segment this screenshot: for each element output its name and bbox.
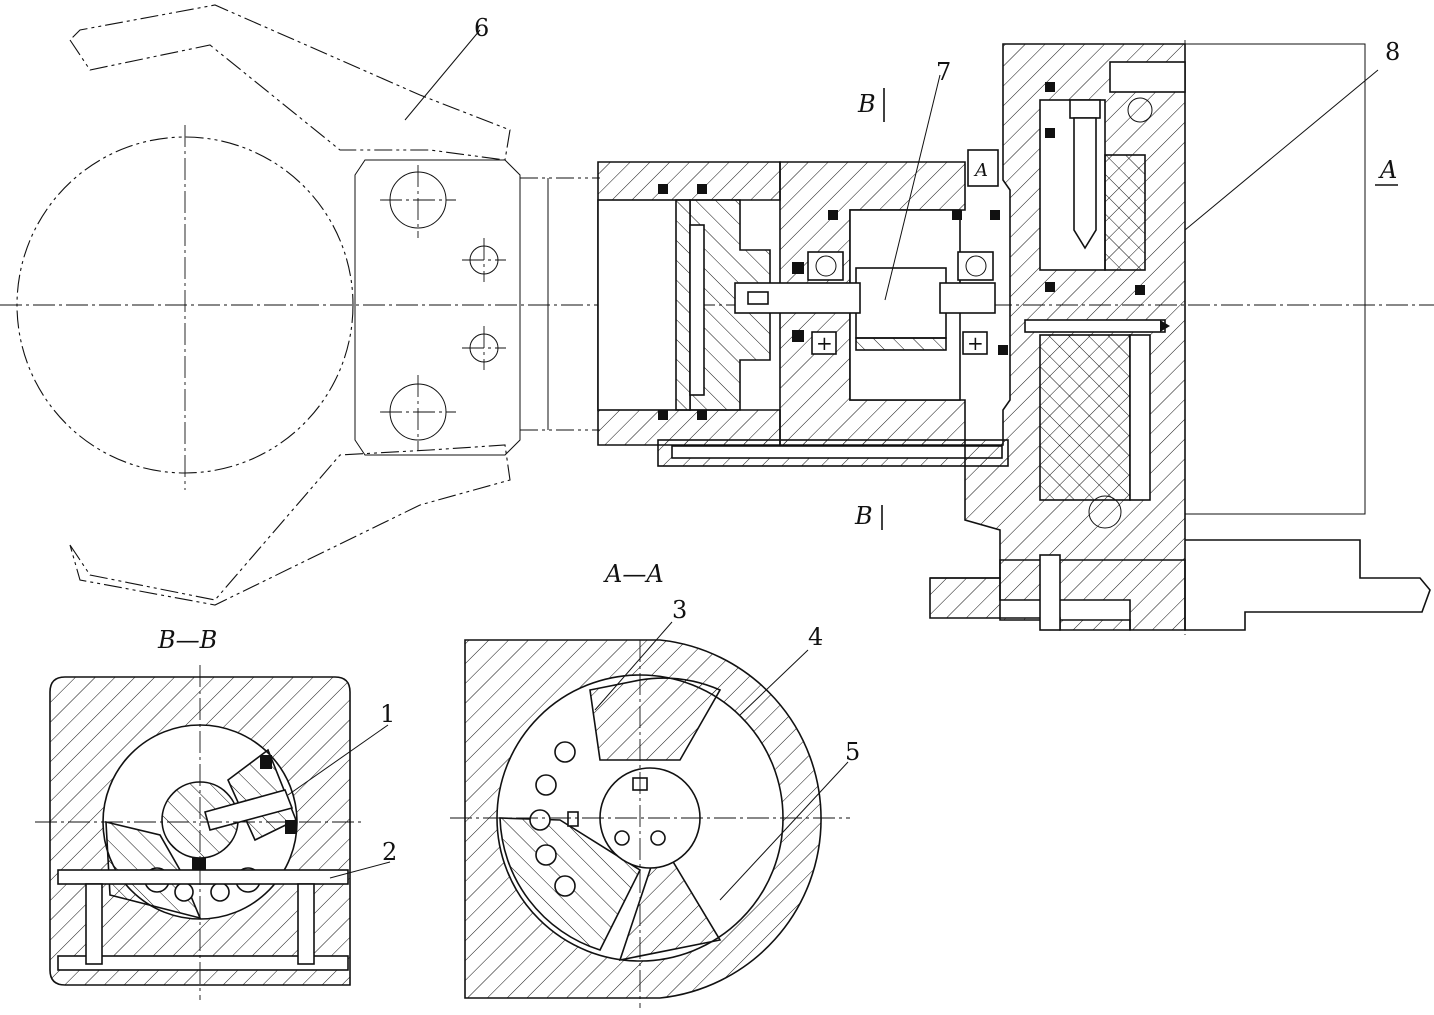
leader-6: [404, 29, 481, 121]
cross-channel: [1024, 319, 1166, 333]
label-part-7: 7: [936, 58, 951, 86]
leader-2: [329, 861, 391, 879]
bb-seal-2: [260, 755, 272, 769]
leader-5: [719, 761, 849, 901]
gripper-body: [354, 159, 521, 456]
aa-hole-4: [535, 844, 557, 866]
view-aa-title: A—A: [603, 560, 664, 588]
plus-sign-left: +: [816, 331, 833, 355]
channel-tip: [1160, 320, 1170, 332]
aa-slot: [567, 811, 579, 827]
leader-4: [739, 649, 809, 716]
bb-vertical-2: [297, 883, 315, 965]
base-outline: [930, 539, 1431, 631]
seal-3: [658, 410, 668, 420]
label-part-3: 3: [672, 596, 687, 624]
plus-box-left: [811, 331, 837, 355]
label-part-1: 1: [380, 700, 395, 728]
screw-top: [1127, 97, 1153, 123]
bearing-left: [807, 251, 844, 281]
aa-hole-1: [554, 741, 576, 763]
section-a-small-box: [967, 149, 999, 187]
seal-9: [990, 210, 1000, 220]
section-bb-view: [35, 665, 391, 1000]
aa-pin-2: [650, 830, 666, 846]
leader-3: [594, 621, 673, 711]
top-clamp: [1109, 61, 1186, 93]
shaft-7: [855, 267, 947, 339]
section-aa-view: [450, 621, 850, 1008]
gripper-assembly: [0, 4, 1434, 606]
plus-sign-right: +: [967, 331, 984, 355]
label-part-6: 6: [474, 14, 489, 42]
shaft-bushing: [855, 337, 947, 351]
seals: [658, 184, 1008, 420]
bearing-right: [957, 251, 994, 281]
seal-13: [1045, 282, 1055, 292]
rotary-vane-block: [1104, 154, 1146, 271]
aa-top-sector: [589, 677, 722, 761]
bb-seal-3: [285, 820, 297, 834]
bearing-right-ball: [965, 255, 987, 277]
key: [747, 291, 769, 305]
cylinder-bore: [597, 199, 691, 411]
seal-11: [1045, 82, 1055, 92]
base-bolt: [1039, 554, 1061, 631]
bb-hole-2: [174, 882, 194, 902]
seal-14: [1135, 285, 1145, 295]
base-plate: [929, 577, 1131, 631]
seal-10: [998, 345, 1008, 355]
lower-jaw-finger: [69, 444, 511, 606]
aa-hole-5: [554, 875, 576, 897]
section-b-top-label: B: [857, 90, 876, 118]
bb-screw-1: [204, 789, 294, 831]
oil-channel: [671, 445, 1003, 459]
label-part-8: 8: [1385, 38, 1400, 66]
seal-5: [828, 210, 838, 220]
aa-pin-1: [614, 830, 630, 846]
rotary-lower-block: [1039, 334, 1131, 501]
seal-7: [792, 262, 804, 274]
leader-1: [287, 724, 389, 796]
section-a-label: A: [1378, 156, 1397, 184]
ball-detent: [1088, 495, 1122, 529]
label-part-4: 4: [808, 623, 823, 651]
bb-seal-1: [192, 858, 206, 870]
seal-12: [1045, 128, 1055, 138]
label-part-2: 2: [382, 838, 397, 866]
motor-body: [1184, 43, 1366, 515]
bb-vertical-1: [85, 883, 103, 965]
seal-8: [792, 330, 804, 342]
section-b-bottom-label: B: [854, 502, 873, 530]
main-section-view: + +: [597, 40, 1431, 635]
leader-7: [884, 74, 941, 301]
spring-slot: [1129, 334, 1151, 501]
seal-2: [697, 184, 707, 194]
seal-6: [952, 210, 962, 220]
seal-1: [658, 184, 668, 194]
view-bb-title: B—B: [157, 626, 217, 654]
bb-hole-3: [210, 882, 230, 902]
section-a-small-label: A: [973, 160, 988, 181]
plus-box-right: [962, 331, 988, 355]
piston-rod-slot: [689, 224, 705, 396]
bb-passage-bottom: [57, 955, 349, 971]
seal-4: [697, 410, 707, 420]
bearing-left-ball: [815, 255, 837, 277]
upper-jaw-finger: [69, 4, 511, 161]
bb-passage-top: [57, 869, 349, 885]
aa-hole-2: [535, 774, 557, 796]
bolt: [1073, 117, 1097, 250]
bolt-head: [1069, 99, 1101, 119]
shaft-extension-right: [939, 282, 996, 314]
aa-hole-3: [529, 809, 551, 831]
label-part-5: 5: [845, 738, 860, 766]
leader-8: [1184, 69, 1379, 231]
